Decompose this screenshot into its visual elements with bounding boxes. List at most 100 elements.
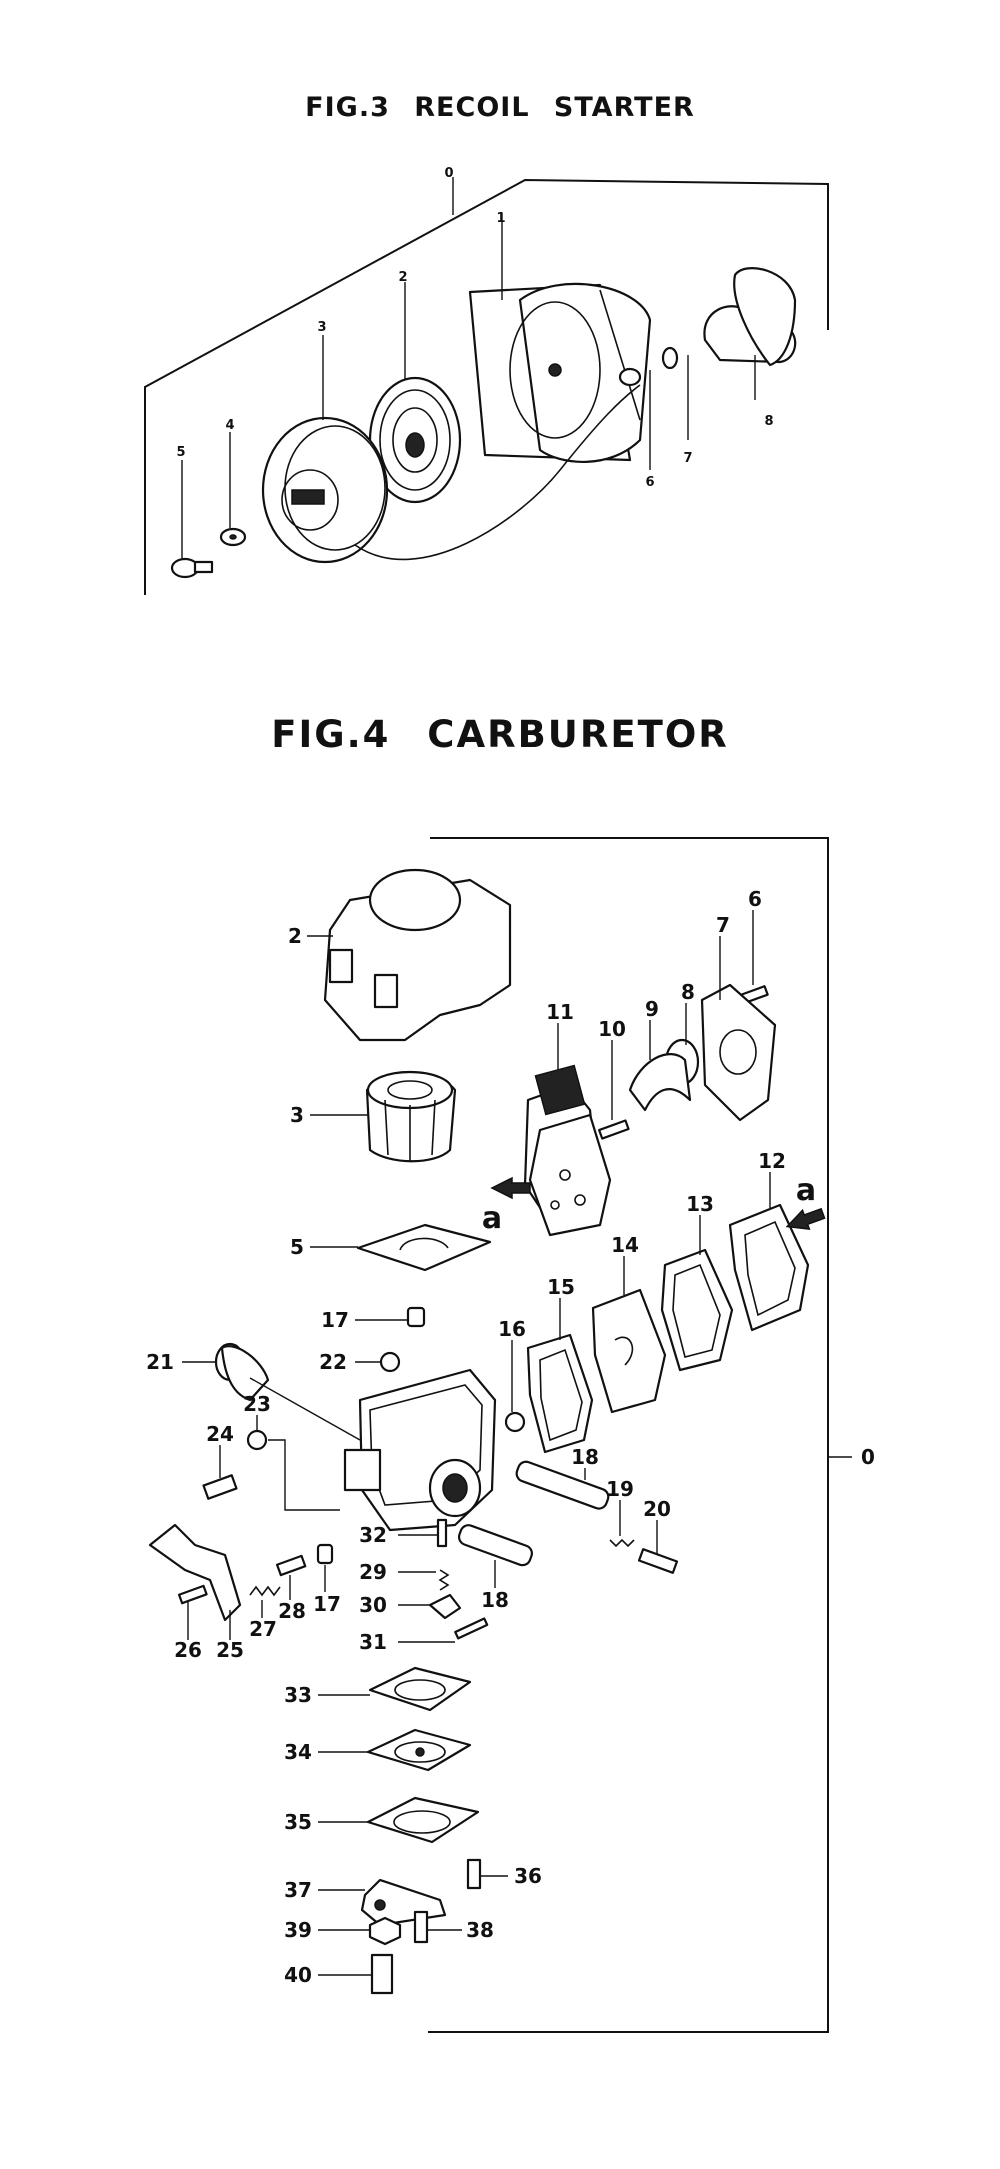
fig4-label-31: 31: [359, 1630, 387, 1654]
fig4-label-17-upper: 17: [321, 1308, 349, 1332]
fig4-needle-32: [436, 1518, 448, 1548]
fig4-label-12: 12: [758, 1149, 786, 1173]
fig4-label-15: 15: [547, 1275, 575, 1299]
fig4-cover-35: [366, 1796, 480, 1844]
fig4-diaphragm-34: [366, 1728, 472, 1772]
fig4-shaft-18-lower: [457, 1524, 533, 1567]
fig3-label-0: 0: [444, 166, 453, 181]
fig4-screw-36: [466, 1858, 482, 1890]
fig4-screw-26: [177, 1584, 208, 1605]
fig4-direction-mark-a-right: a: [796, 1173, 816, 1208]
fig4-label-17-lower: 17: [313, 1592, 341, 1616]
fig4-nut-39: [368, 1916, 402, 1946]
fig4-pump-body: [523, 1064, 612, 1237]
fig4-adapter-37: [360, 1878, 447, 1927]
fig4-lever-30: [428, 1593, 462, 1620]
fig4-label-34: 34: [284, 1740, 312, 1764]
fig4-label-18-lower: 18: [481, 1588, 509, 1612]
fig4-label-30: 30: [359, 1593, 387, 1617]
fig4-label-3: 3: [290, 1103, 304, 1127]
fig3-rope-washer: [618, 367, 642, 387]
fig3-label-8: 8: [764, 414, 773, 429]
fig4-link-21: [249, 1377, 361, 1441]
fig4-label-10: 10: [598, 1017, 626, 1041]
fig4-label-2: 2: [288, 924, 302, 948]
fig3-label-5: 5: [176, 445, 185, 460]
fig4-label-13: 13: [686, 1192, 714, 1216]
fig4-shaft-18-upper: [515, 1460, 610, 1510]
fig3-starter-handle: [703, 267, 797, 367]
fig3-label-7: 7: [683, 451, 692, 466]
fig3-washer: [219, 527, 247, 547]
fig4-plug-22: [379, 1351, 401, 1373]
fig4-spring-27: [249, 1585, 281, 1597]
fig3-assembly-frame: [144, 178, 829, 595]
fig4-label-37: 37: [284, 1878, 312, 1902]
fig4-pin-31: [454, 1617, 489, 1640]
fig4-label-25: 25: [216, 1638, 244, 1662]
fig4-label-28: 28: [278, 1599, 306, 1623]
fig4-label-22: 22: [319, 1350, 347, 1374]
fig3-label-4: 4: [225, 418, 234, 433]
fig4-label-29: 29: [359, 1560, 387, 1584]
fig4-label-24: 24: [206, 1422, 234, 1446]
fig4-air-cleaner-cover: [323, 868, 512, 1042]
fig4-plate: [356, 1223, 492, 1272]
fig4-label-38: 38: [466, 1918, 494, 1942]
fig4-spring-29: [438, 1569, 450, 1591]
fig3-label-3: 3: [317, 320, 326, 335]
fig4-label-33: 33: [284, 1683, 312, 1707]
fig3-label-1: 1: [496, 211, 505, 226]
fig4-carburetor-drawing: 0 2 3 5 6 7 8 9 10 11 12 13 14 15 16 17 …: [146, 837, 875, 2033]
fig4-label-8: 8: [681, 980, 695, 1004]
fig4-gasket-9: [628, 1053, 692, 1112]
fig4-carburetor-body: [343, 1368, 497, 1532]
fig3-label-2: 2: [398, 270, 407, 285]
fig4-gasket-13: [660, 1248, 734, 1372]
fig3-label-6: 6: [645, 475, 654, 490]
fig4-label-14: 14: [611, 1233, 639, 1257]
fig4-label-7: 7: [716, 913, 730, 937]
fig4-lever-25: [148, 1523, 242, 1622]
fig4-gasket-33: [368, 1666, 472, 1712]
fig4-link-23: [268, 1439, 340, 1511]
fig3-retainer: [661, 346, 679, 370]
fig4-assembly-bracket: [428, 837, 829, 2033]
fig4-diaphragm-14: [591, 1288, 667, 1414]
fig3-recoil-starter-drawing: 0 1 2 3 4 5 6 7 8: [144, 166, 829, 595]
fig4-label-6: 6: [748, 887, 762, 911]
fig4-label-18-upper: 18: [571, 1445, 599, 1469]
fig4-clip-17-upper: [406, 1306, 426, 1328]
fig4-label-26: 26: [174, 1638, 202, 1662]
fig4-label-5: 5: [290, 1235, 304, 1259]
fig4-label-23: 23: [243, 1392, 271, 1416]
fig4-gasket-15: [526, 1333, 594, 1454]
fig4-arrow-a-right: [785, 1207, 826, 1230]
fig3-reel: [261, 416, 389, 564]
fig3-spring: [368, 376, 462, 504]
fig4-connector-40: [370, 1953, 394, 1995]
fig3-title: FIG.3 RECOIL STARTER: [305, 92, 695, 123]
fig4-label-32: 32: [359, 1523, 387, 1547]
fig4-needle-20: [637, 1548, 679, 1574]
fig4-arrow-a-left: [490, 1176, 531, 1200]
fig4-cover-12: [728, 1203, 810, 1332]
fig4-label-0: 0: [861, 1445, 875, 1469]
fig4-screw-28: [275, 1554, 307, 1577]
fig4-flange-21: [214, 1342, 270, 1402]
fig4-air-filter-element: [365, 1070, 457, 1163]
fig4-label-16: 16: [498, 1317, 526, 1341]
fig4-label-36: 36: [514, 1864, 542, 1888]
fig4-washer-23: [246, 1429, 268, 1451]
fig3-starter-case: [468, 282, 652, 464]
fig4-label-9: 9: [645, 997, 659, 1021]
fig4-screw-10: [598, 1119, 630, 1140]
fig3-rope: [354, 384, 641, 561]
fig4-screw-38: [413, 1910, 429, 1944]
fig4-label-11: 11: [546, 1000, 574, 1024]
fig4-direction-mark-a-left: a: [482, 1201, 502, 1236]
fig4-plug-16: [504, 1411, 526, 1433]
fig4-spring-19: [609, 1538, 635, 1548]
fig4-label-20: 20: [643, 1497, 671, 1521]
